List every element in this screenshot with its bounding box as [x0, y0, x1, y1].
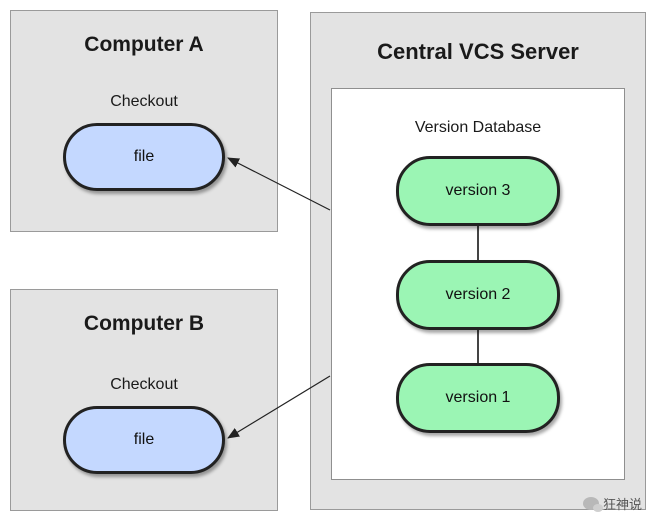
- wechat-icon: [582, 497, 603, 512]
- computer-b-checkout-label: Checkout: [110, 376, 178, 393]
- version-connector-3-2: [477, 224, 479, 260]
- computer-a-checkout-label: Checkout: [110, 93, 178, 110]
- computer-a-title: Computer A: [84, 33, 204, 56]
- computer-b-file-label: file: [133, 431, 155, 448]
- version-3-label: version 3: [445, 182, 511, 199]
- watermark-text: 狂神说: [602, 497, 642, 512]
- version-3-node: version 3: [396, 156, 560, 226]
- version-connector-2-1: [477, 328, 479, 364]
- computer-a-file-label: file: [133, 148, 155, 165]
- computer-b-title: Computer B: [83, 312, 205, 335]
- computer-b-panel: Computer B Checkout file: [10, 289, 278, 511]
- watermark: 狂神说: [582, 494, 642, 513]
- version-database-label: Version Database: [414, 119, 542, 136]
- version-2-label: version 2: [445, 286, 511, 303]
- computer-a-panel: Computer A Checkout file: [10, 10, 278, 232]
- computer-a-file: file: [63, 123, 225, 191]
- version-2-node: version 2: [396, 260, 560, 330]
- computer-b-file: file: [63, 406, 225, 474]
- version-1-label: version 1: [445, 389, 511, 406]
- server-title: Central VCS Server: [377, 39, 579, 64]
- version-1-node: version 1: [396, 363, 560, 433]
